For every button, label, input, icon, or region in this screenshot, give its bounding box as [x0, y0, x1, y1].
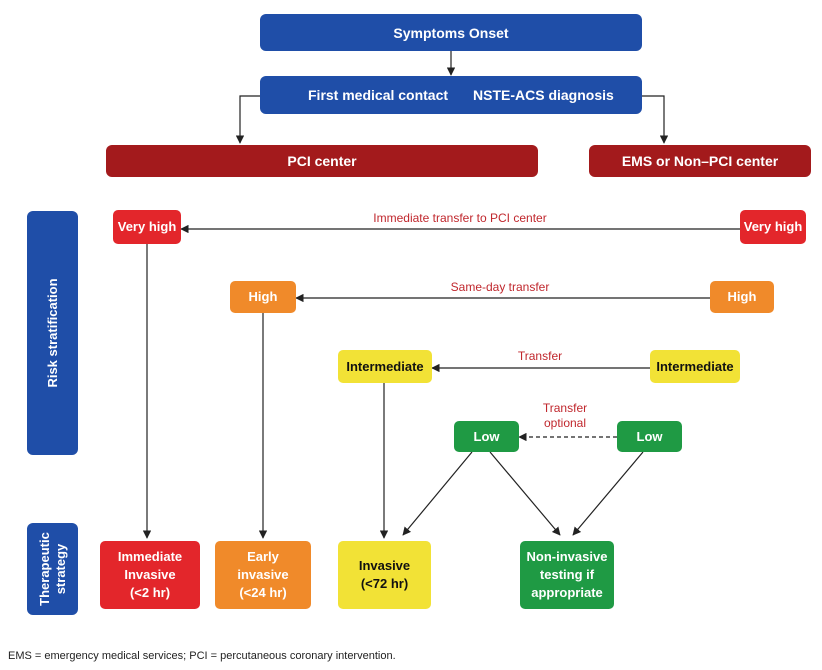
ems-very-high-box: Very high [740, 210, 806, 244]
pci-low-box: Low [454, 421, 519, 452]
ems-center-label: EMS or Non–PCI center [621, 153, 779, 169]
immediate-invasive-box: Immediate Invasive (<2 hr) [100, 541, 200, 609]
non-invasive-testing-box: Non-invasive testing if appropriate [520, 541, 614, 609]
symptoms-onset-box: Symptoms Onset [260, 14, 642, 51]
immediate-line3: (<2 hr) [129, 585, 171, 600]
arrow-low-to-invasive [402, 451, 473, 536]
noninvasive-line1: Non-invasive [526, 549, 608, 564]
transfer-optional-label: Transfer optional [525, 401, 605, 431]
ems-low-label: Low [636, 428, 663, 444]
risk-stratification-label: Risk stratification [44, 278, 60, 388]
pci-low-label: Low [473, 428, 500, 444]
ems-very-high-label: Very high [743, 219, 803, 234]
first-contact-box: First medical contact NSTE-ACS diagnosis [260, 76, 642, 114]
noninvasive-line3: appropriate [531, 585, 603, 600]
ems-center-box: EMS or Non–PCI center [589, 145, 811, 177]
pci-high-box: High [230, 281, 296, 313]
first-contact-label: First medical contact [308, 87, 449, 103]
ems-high-box: High [710, 281, 774, 313]
pci-high-label: High [248, 289, 278, 304]
early-invasive-box: Early invasive (<24 hr) [215, 541, 311, 609]
pci-intermediate-label: Intermediate [346, 358, 424, 374]
arrow-low-to-noninvasive [489, 451, 561, 536]
transfer-optional-line2: optional [543, 416, 587, 430]
therapeutic-label-line1: Therapeutic [36, 532, 52, 606]
diagnosis-label: NSTE-ACS diagnosis [473, 87, 614, 103]
early-line2: invasive [237, 567, 289, 582]
transfer-label: Transfer [517, 349, 563, 363]
invasive-box: Invasive (<72 hr) [338, 541, 431, 609]
early-line1: Early [247, 549, 279, 564]
noninvasive-line2: testing if [539, 567, 595, 582]
arrow-contact-to-pci [235, 95, 260, 144]
same-day-transfer-label: Same-day transfer [450, 280, 550, 294]
immediate-line1: Immediate [117, 549, 183, 564]
transfer-optional-line1: Transfer [542, 401, 588, 415]
early-line3: (<24 hr) [239, 585, 287, 600]
ems-low-box: Low [617, 421, 682, 452]
ems-intermediate-label: Intermediate [656, 358, 734, 374]
pci-very-high-box: Very high [113, 210, 181, 244]
therapeutic-strategy-label: Therapeutic strategy [37, 532, 69, 606]
therapeutic-strategy-bar: Therapeutic strategy [27, 523, 78, 615]
pci-center-label: PCI center [287, 153, 357, 169]
arrow-contact-to-ems [642, 95, 669, 144]
pci-intermediate-box: Intermediate [338, 350, 432, 383]
risk-stratification-bar: Risk stratification [27, 211, 78, 455]
pci-center-box: PCI center [106, 145, 538, 177]
ems-high-label: High [727, 289, 757, 304]
ems-intermediate-box: Intermediate [650, 350, 740, 383]
footnote: EMS = emergency medical services; PCI = … [8, 650, 396, 662]
pci-very-high-label: Very high [117, 219, 177, 234]
invasive-line2: (<72 hr) [360, 576, 409, 591]
immediate-line2: Invasive [124, 567, 176, 582]
therapeutic-label-line2: strategy [52, 543, 68, 595]
symptoms-onset-label: Symptoms Onset [393, 24, 509, 41]
immediate-transfer-label: Immediate transfer to PCI center [373, 211, 547, 225]
arrow-ems-low-to-noninvasive [572, 451, 644, 536]
invasive-line1: Invasive [358, 558, 411, 573]
